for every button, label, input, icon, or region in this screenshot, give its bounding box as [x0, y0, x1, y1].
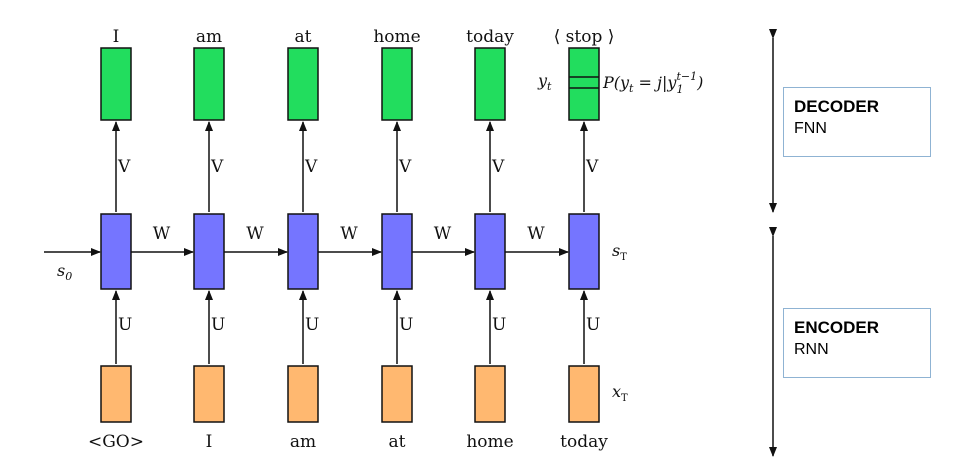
hidden-node	[568, 213, 600, 290]
output-node	[193, 47, 225, 121]
encoder-title: ENCODER	[794, 318, 880, 337]
recurrent-weight-label: W	[153, 224, 171, 244]
input-node	[100, 365, 132, 423]
final-input-label: xT	[612, 382, 628, 404]
output-weight-label: V	[398, 157, 412, 177]
output-weight-label: V	[117, 157, 131, 177]
input-node	[287, 365, 319, 423]
probability-formula: P(yt = j|y1t−1)	[602, 70, 703, 96]
decoder-title: DECODER	[794, 97, 880, 116]
input-token-label: <GO>	[88, 432, 144, 452]
output-node	[474, 47, 506, 121]
decoder-panel: DECODER FNN	[783, 87, 931, 157]
hidden-node	[474, 213, 506, 290]
input-token-label: am	[290, 432, 316, 452]
recurrent-weight-label: W	[246, 224, 264, 244]
timestep-columns: IVWU<GO>amVWUIatVWUamhomeVWUattodayVWUho…	[88, 27, 614, 452]
recurrent-weight-label: W	[434, 224, 452, 244]
input-token-label: home	[466, 432, 513, 452]
output-node	[100, 47, 132, 121]
output-token-label: at	[295, 27, 312, 47]
encoder-subtitle: RNN	[794, 341, 829, 358]
input-node	[193, 365, 225, 423]
input-weight-label: U	[586, 315, 600, 335]
output-node	[381, 47, 413, 121]
output-var-label: yt	[537, 71, 552, 93]
hidden-node	[100, 213, 132, 290]
input-token-label: today	[560, 432, 608, 452]
output-token-label: home	[373, 27, 420, 47]
output-weight-label: V	[585, 157, 599, 177]
recurrent-weight-label: W	[340, 224, 358, 244]
output-weight-label: V	[491, 157, 505, 177]
input-weight-label: U	[305, 315, 319, 335]
encoder-panel: ENCODER RNN	[783, 308, 931, 378]
decoder-subtitle: FNN	[794, 120, 827, 137]
input-weight-label: U	[211, 315, 225, 335]
hidden-node	[381, 213, 413, 290]
output-node	[287, 47, 319, 121]
output-token-label: today	[466, 27, 514, 47]
timestep-column: amV W U I	[193, 27, 288, 452]
input-token-label: I	[206, 432, 213, 452]
output-token-label: I	[113, 27, 120, 47]
initial-state-label: s0	[57, 261, 72, 283]
hidden-node	[193, 213, 225, 290]
input-node	[568, 365, 600, 423]
input-weight-label: U	[492, 315, 506, 335]
input-token-label: at	[389, 432, 406, 452]
output-token-label: ⟨ stop ⟩	[554, 27, 615, 47]
hidden-node	[287, 213, 319, 290]
output-weight-label: V	[210, 157, 224, 177]
output-token-label: am	[196, 27, 222, 47]
final-state-label: sT	[612, 241, 627, 263]
recurrent-weight-label: W	[527, 224, 545, 244]
output-weight-label: V	[304, 157, 318, 177]
output-node	[568, 47, 600, 121]
input-weight-label: U	[118, 315, 132, 335]
timestep-column: atV W Uam	[287, 27, 382, 452]
input-node	[381, 365, 413, 423]
input-node	[474, 365, 506, 423]
input-weight-label: U	[399, 315, 413, 335]
timestep-column: I V W U <GO>	[88, 27, 194, 452]
